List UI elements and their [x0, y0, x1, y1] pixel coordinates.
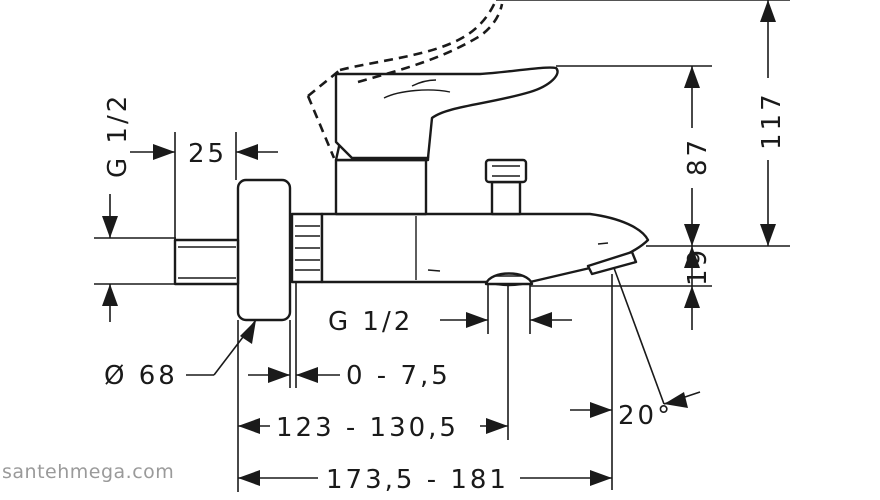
dim-thread-left: G 1/2: [103, 93, 133, 178]
dim-angle-20: 20°: [618, 401, 673, 431]
dim-117: 117: [757, 91, 787, 150]
dim-diameter-68: Ø 68: [104, 361, 178, 391]
dim-0-7-5: 0 - 7,5: [346, 361, 451, 391]
watermark: santehmega.com: [2, 461, 174, 483]
dim-173-5-181: 173,5 - 181: [326, 465, 509, 495]
dim-19: 19: [683, 247, 713, 286]
dim-25: 25: [188, 139, 227, 169]
mixer-body: [173, 0, 650, 322]
dimension-arrowheads: [102, 0, 776, 486]
dim-123-130-5: 123 - 130,5: [276, 413, 459, 443]
dim-87: 87: [683, 137, 713, 176]
dim-thread-bottom: G 1/2: [328, 307, 413, 337]
